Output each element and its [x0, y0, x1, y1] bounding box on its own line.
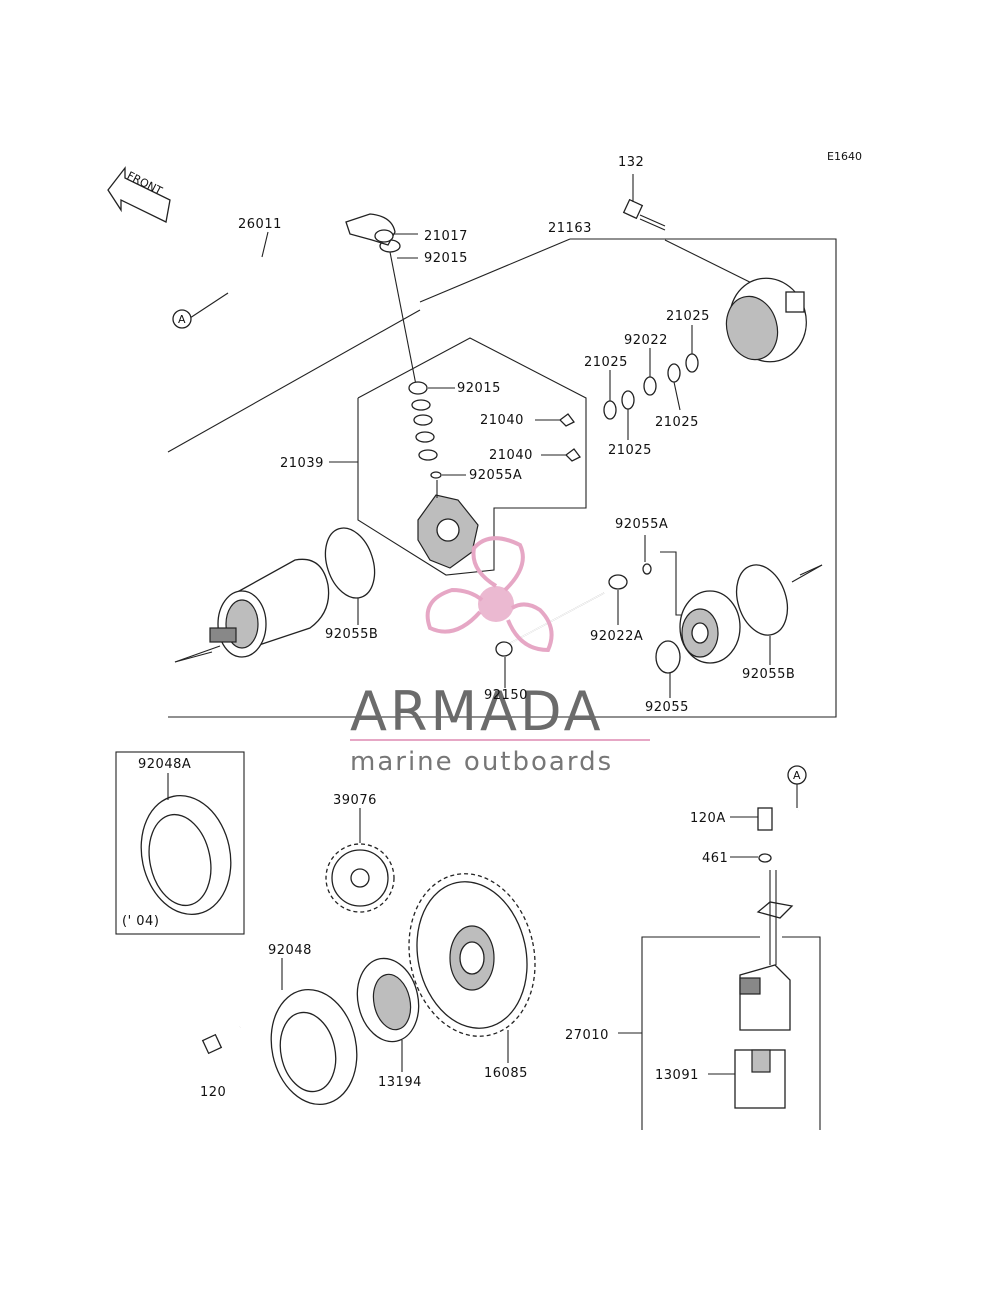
terminal-nut-stack [408, 381, 466, 479]
label-39076: 39076 [333, 793, 377, 808]
watermark-tagline: marine outboards [350, 747, 613, 777]
callout-a-right: A [793, 769, 801, 782]
end-cover [725, 277, 807, 363]
label-92022A: 92022A [590, 629, 643, 644]
label-16085: 16085 [484, 1066, 528, 1081]
starter-clutch-gear [408, 873, 536, 1063]
brush-holder-plate [417, 480, 479, 569]
label-04: (' 04) [122, 914, 159, 929]
label-92022: 92022 [624, 333, 668, 348]
starter-cable: A [172, 231, 401, 329]
label-92048: 92048 [268, 943, 312, 958]
through-bolt [495, 592, 605, 688]
label-21040-b: 21040 [489, 448, 533, 463]
front-cover [660, 551, 741, 664]
label-21025-a: 21025 [666, 309, 710, 324]
label-92048A: 92048A [138, 757, 191, 772]
clutch-plate [270, 958, 358, 1106]
label-27010: 27010 [565, 1028, 609, 1043]
idle-gear [325, 808, 395, 913]
label-92015-top: 92015 [424, 251, 468, 266]
label-21017: 21017 [424, 229, 468, 244]
label-461: 461 [702, 851, 728, 866]
armada-logo [425, 536, 554, 653]
terminal-boot [345, 213, 418, 246]
label-92055B-right: 92055B [742, 667, 795, 682]
label-21025-b: 21025 [584, 355, 628, 370]
label-120: 120 [200, 1085, 226, 1100]
bolt-120 [201, 1025, 241, 1055]
label-92055A-left: 92055A [469, 468, 522, 483]
starter-motor [174, 558, 330, 663]
label-13194: 13194 [378, 1075, 422, 1090]
o-ring-small [642, 563, 652, 575]
o-ring-92055 [655, 640, 681, 674]
o-ring-left [324, 527, 376, 599]
label-21025-d: 21025 [608, 443, 652, 458]
label-132: 132 [618, 155, 644, 170]
relay-assembly: A [618, 765, 821, 1130]
label-92055B-left: 92055B [325, 627, 378, 642]
label-26011: 26011 [238, 217, 282, 232]
label-13091: 13091 [655, 1068, 699, 1083]
leader-92015 [389, 251, 417, 386]
inset-92048A [115, 751, 245, 935]
o-ring-right [735, 564, 789, 636]
watermark-brand: ARMADA [350, 680, 604, 743]
label-21163: 21163 [548, 221, 592, 236]
label-92015-mid: 92015 [457, 381, 501, 396]
brush-springs [535, 413, 581, 462]
label-120A: 120A [690, 811, 726, 826]
bolt-132 [622, 174, 666, 231]
label-21039: 21039 [280, 456, 324, 471]
label-92150: 92150 [484, 688, 528, 703]
ref-code: E1640 [827, 150, 862, 163]
callout-a-left: A [178, 313, 186, 326]
label-92055A-right: 92055A [615, 517, 668, 532]
label-21025-c: 21025 [655, 415, 699, 430]
washer-stack [603, 325, 699, 440]
washer-92022A [608, 574, 628, 590]
one-way-clutch [356, 957, 420, 1072]
label-92055: 92055 [645, 700, 689, 715]
front-arrow-icon: FRONT [107, 166, 171, 223]
label-21040-a: 21040 [480, 413, 524, 428]
brush-holder-frame [357, 337, 587, 576]
